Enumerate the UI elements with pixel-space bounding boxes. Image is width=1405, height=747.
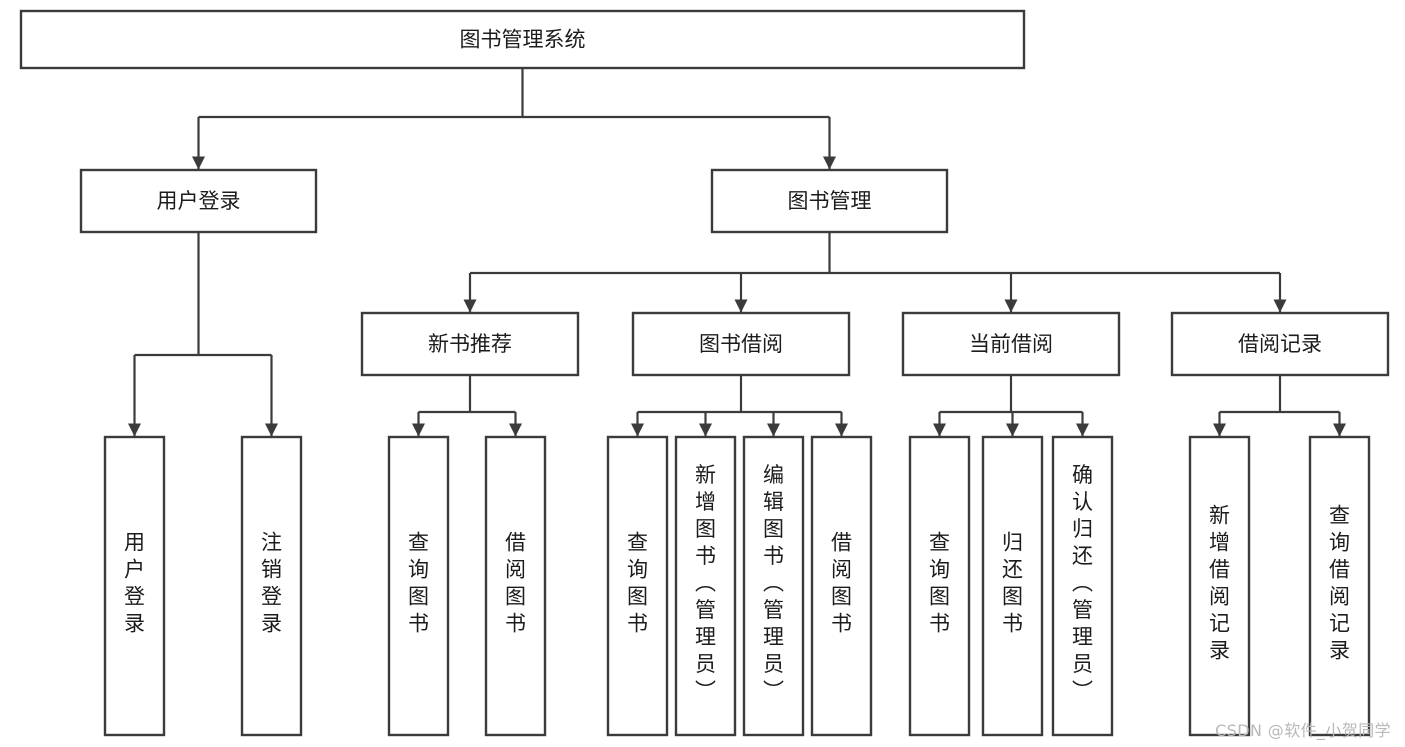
node-leaf-query-book-current-label: 查询图书: [929, 531, 950, 636]
node-leaf-query-borrow-record[interactable]: 查询借阅记录: [1308, 435, 1371, 737]
node-current-borrow[interactable]: 当前借阅: [901, 311, 1121, 377]
node-book-borrow[interactable]: 图书借阅: [631, 311, 851, 377]
node-leaf-borrow-book[interactable]: 借阅图书: [810, 435, 873, 737]
node-leaf-query-book-current-box: [908, 435, 971, 737]
node-leaf-query-book-borrow-box: [606, 435, 669, 737]
node-leaf-edit-book-label: 编辑图书︵管理员︶: [763, 463, 784, 703]
node-new-book-recommend[interactable]: 新书推荐: [360, 311, 580, 377]
node-leaf-query-book-recommend-box: [387, 435, 450, 737]
node-leaf-user-login-box: [103, 435, 166, 737]
node-borrow-record[interactable]: 借阅记录: [1170, 311, 1390, 377]
arrow-head-icon: [463, 299, 477, 313]
node-leaf-query-book-recommend[interactable]: 查询图书: [387, 435, 450, 737]
nodes-layer: 图书管理系统用户登录图书管理新书推荐图书借阅当前借阅借阅记录用户登录注销登录查询…: [19, 9, 1390, 737]
node-leaf-confirm-return-box: [1051, 435, 1114, 737]
node-leaf-query-book-borrow-label: 查询图书: [627, 531, 648, 636]
node-leaf-return-book-label: 归还图书: [1002, 531, 1023, 636]
arrow-head-icon: [767, 423, 780, 437]
node-book-manage-label: 图书管理: [788, 189, 872, 213]
node-new-book-recommend-box: [360, 311, 580, 377]
arrow-head-icon: [265, 423, 278, 437]
node-leaf-borrow-book-recommend-label: 借阅图书: [505, 531, 526, 636]
node-root-box: [19, 9, 1026, 70]
node-leaf-add-borrow-record-box: [1188, 435, 1251, 737]
node-leaf-user-logout-label: 注销登录: [261, 531, 282, 636]
node-leaf-query-borrow-record-label: 查询借阅记录: [1329, 504, 1350, 663]
node-root-label: 图书管理系统: [460, 28, 586, 52]
node-book-borrow-label: 图书借阅: [699, 332, 783, 356]
node-leaf-user-logout[interactable]: 注销登录: [240, 435, 303, 737]
arrow-head-icon: [1213, 423, 1226, 437]
node-user-login-box: [79, 168, 318, 234]
arrow-head-icon: [734, 299, 748, 313]
node-leaf-confirm-return-label: 确认归还︵管理员︶: [1072, 463, 1093, 703]
node-leaf-borrow-book-recommend-box: [484, 435, 547, 737]
node-leaf-query-book-current[interactable]: 查询图书: [908, 435, 971, 737]
node-leaf-query-borrow-record-box: [1308, 435, 1371, 737]
node-user-login[interactable]: 用户登录: [79, 168, 318, 234]
arrow-head-icon: [933, 423, 946, 437]
node-leaf-user-login[interactable]: 用户登录: [103, 435, 166, 737]
node-leaf-add-book-label: 新增图书︵管理员︶: [695, 463, 716, 703]
arrow-head-icon: [1333, 423, 1346, 437]
arrow-head-icon: [699, 423, 712, 437]
node-leaf-add-borrow-record[interactable]: 新增借阅记录: [1188, 435, 1251, 737]
node-book-manage[interactable]: 图书管理: [710, 168, 949, 234]
node-user-login-label: 用户登录: [157, 189, 241, 213]
node-current-borrow-label: 当前借阅: [969, 332, 1053, 356]
arrow-head-icon: [412, 423, 425, 437]
node-book-borrow-box: [631, 311, 851, 377]
arrow-head-icon: [1004, 299, 1018, 313]
node-new-book-recommend-label: 新书推荐: [428, 332, 512, 356]
node-leaf-edit-book[interactable]: 编辑图书︵管理员︶: [742, 435, 805, 737]
node-book-manage-box: [710, 168, 949, 234]
arrow-head-icon: [631, 423, 644, 437]
node-root[interactable]: 图书管理系统: [19, 9, 1026, 70]
connectors-layer: [128, 68, 1346, 437]
node-leaf-add-borrow-record-label: 新增借阅记录: [1209, 504, 1230, 663]
node-leaf-return-book-box: [981, 435, 1044, 737]
node-leaf-edit-book-box: [742, 435, 805, 737]
arrow-head-icon: [823, 156, 836, 170]
node-leaf-return-book[interactable]: 归还图书: [981, 435, 1044, 737]
arrow-head-icon: [835, 423, 848, 437]
node-current-borrow-box: [901, 311, 1121, 377]
arrow-head-icon: [1006, 423, 1019, 437]
node-borrow-record-box: [1170, 311, 1390, 377]
node-leaf-confirm-return[interactable]: 确认归还︵管理员︶: [1051, 435, 1114, 737]
node-leaf-borrow-book-label: 借阅图书: [831, 531, 852, 636]
node-leaf-query-book-borrow[interactable]: 查询图书: [606, 435, 669, 737]
node-borrow-record-label: 借阅记录: [1238, 332, 1322, 356]
arrow-head-icon: [128, 423, 141, 437]
arrow-head-icon: [192, 156, 205, 170]
node-leaf-add-book-box: [674, 435, 737, 737]
node-leaf-borrow-book-recommend[interactable]: 借阅图书: [484, 435, 547, 737]
arrow-head-icon: [1273, 299, 1287, 313]
arrow-head-icon: [1076, 423, 1089, 437]
node-leaf-user-login-label: 用户登录: [124, 531, 145, 636]
arrow-head-icon: [509, 423, 522, 437]
node-leaf-add-book[interactable]: 新增图书︵管理员︶: [674, 435, 737, 737]
node-leaf-borrow-book-box: [810, 435, 873, 737]
node-leaf-user-logout-box: [240, 435, 303, 737]
node-leaf-query-book-recommend-label: 查询图书: [408, 531, 429, 636]
